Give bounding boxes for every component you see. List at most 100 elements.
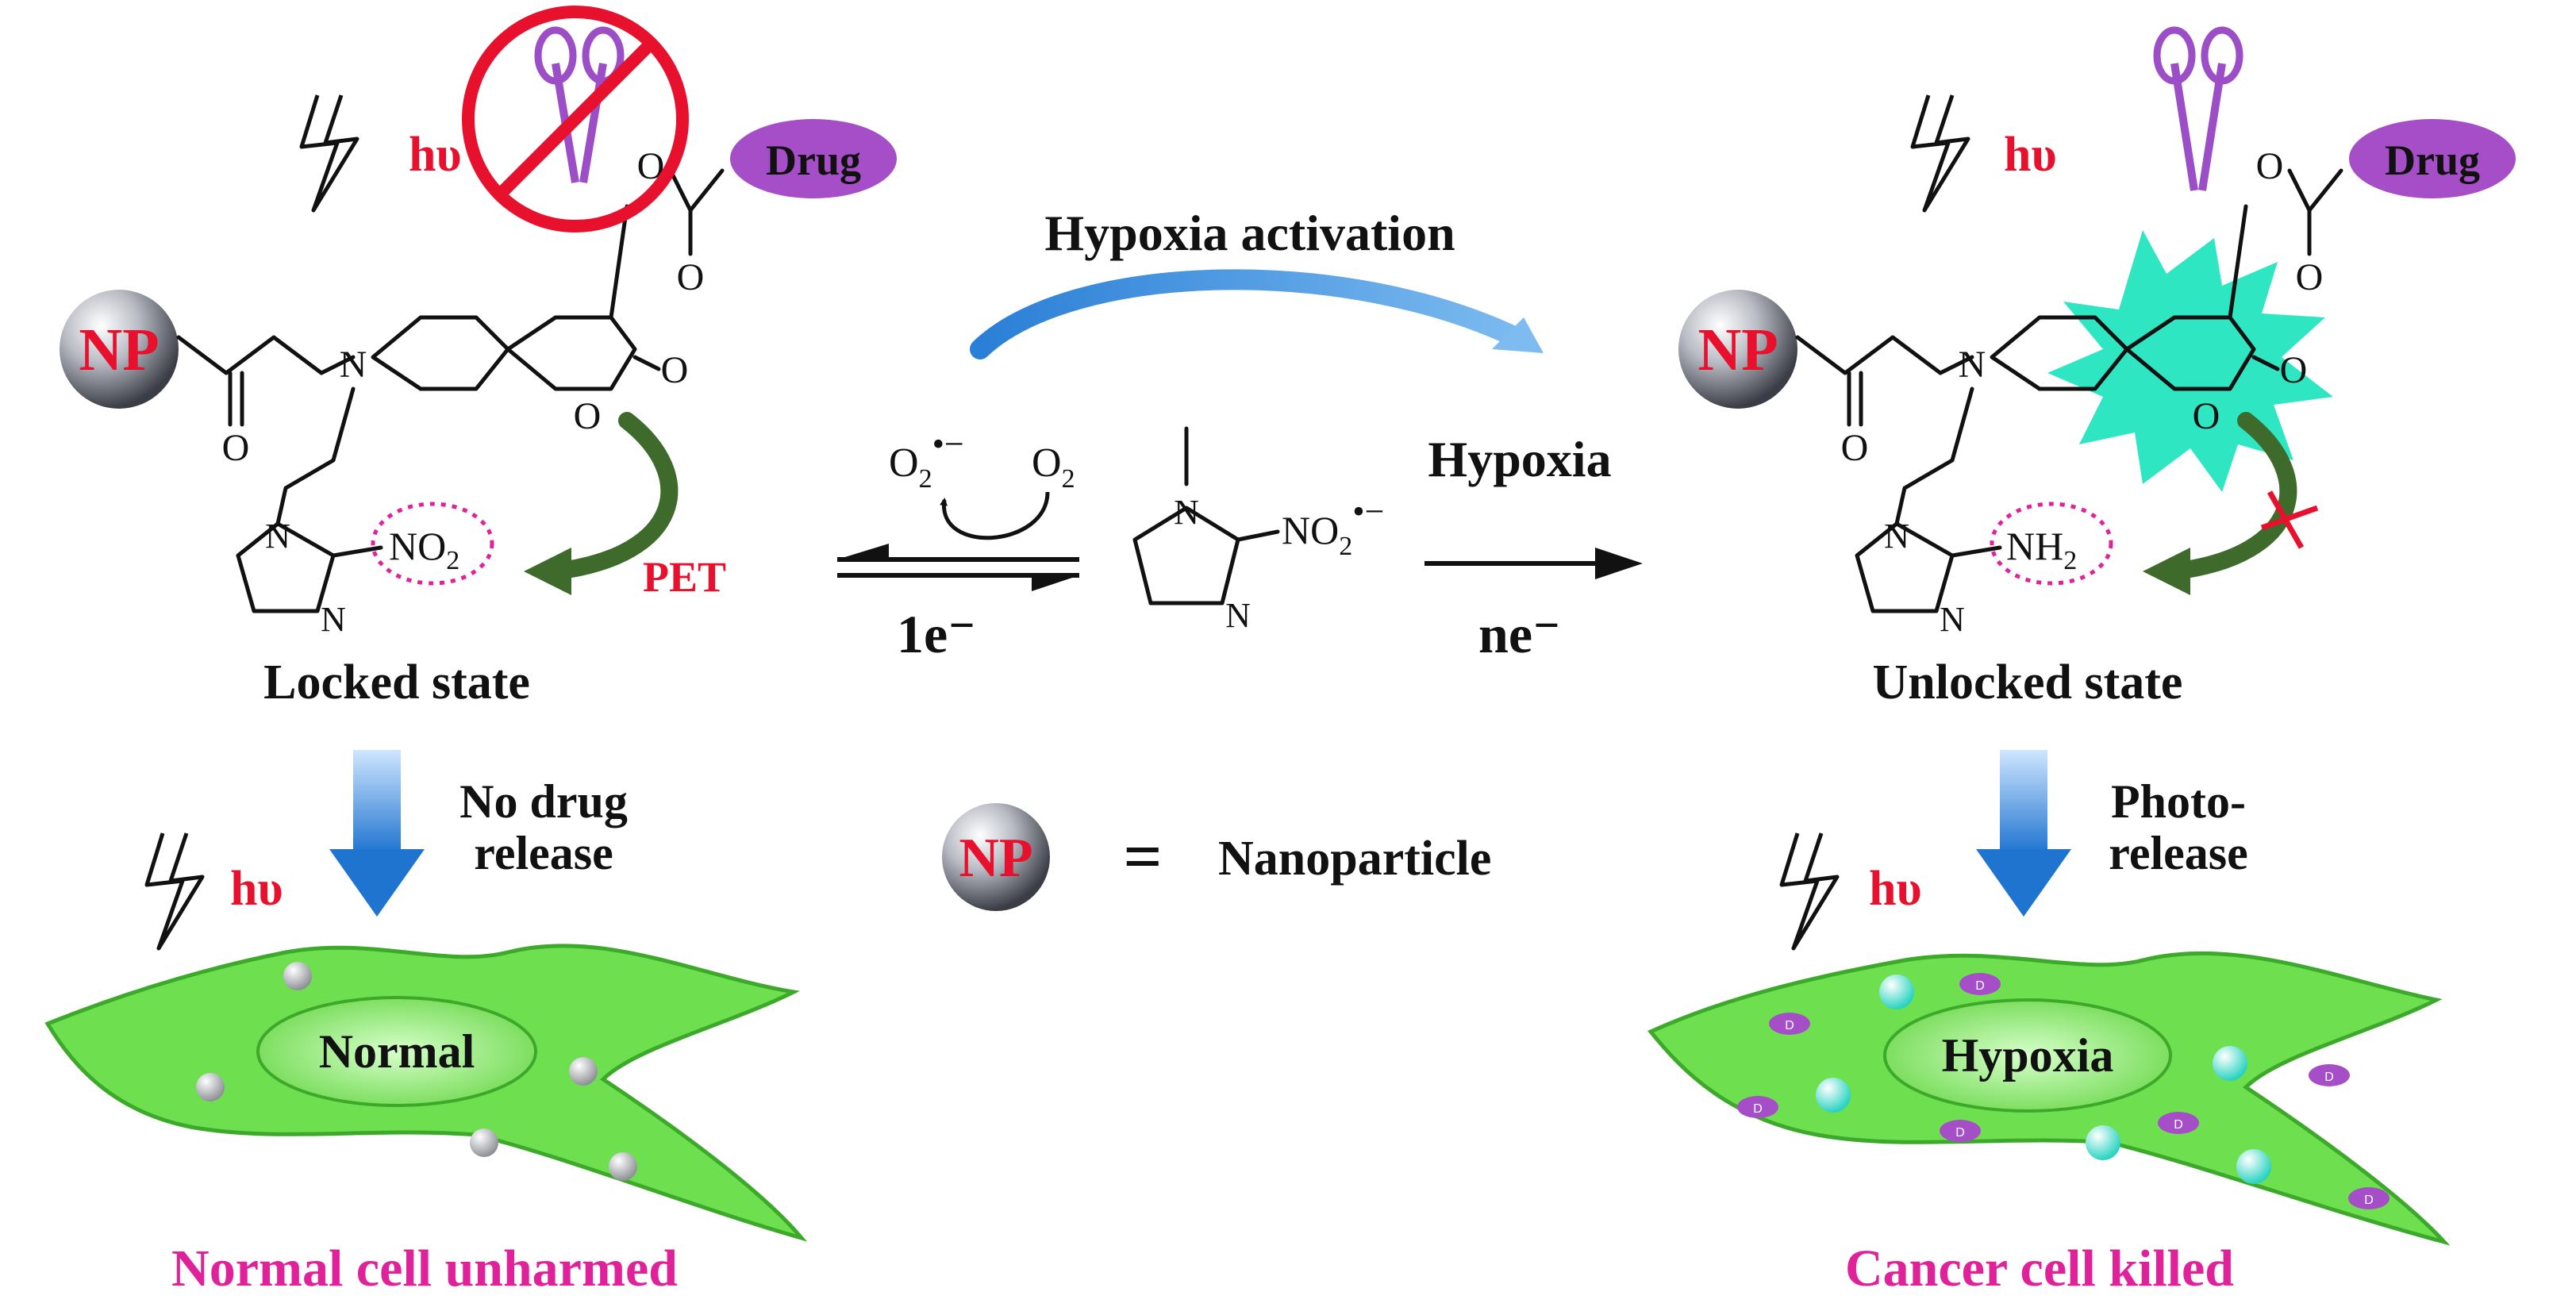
atom-n-imidazole-unlocked-1: N <box>1884 517 1909 556</box>
oxygen-label: O2 <box>1032 440 1075 494</box>
redox-cycle-arrow <box>940 491 1050 540</box>
nanoparticle-sphere-icon: NP <box>942 803 1050 911</box>
np-label: NP <box>79 317 159 383</box>
no-drug-line1: No drug <box>459 775 628 828</box>
no-drug-line2: release <box>474 827 613 879</box>
released-drug-dot: D <box>2348 1187 2390 1209</box>
block-cross-icon <box>2260 490 2319 549</box>
coumarin-ring-b <box>506 315 637 391</box>
nanoparticle-sphere-icon: NP <box>60 290 179 409</box>
drug-label: Drug <box>766 136 861 184</box>
nanoparticle-dot <box>196 1073 225 1101</box>
normal-label: Normal <box>319 1025 475 1078</box>
drug-badge-unlocked: Drug <box>2349 119 2516 198</box>
radical-imidazole-ring <box>1132 506 1240 606</box>
ester-bond-unlocked-1 <box>2228 204 2248 320</box>
blue-arrow-shaft-right <box>2000 750 2047 853</box>
blocked-pet-arrow <box>2166 412 2297 580</box>
unlocked-molecule: NP O N O O O O Drug hυ N N <box>1678 26 2516 709</box>
released-drug-dot: D <box>1940 1120 1981 1142</box>
atom-o-carbonyl: O <box>222 427 250 469</box>
nanoparticle-dot <box>470 1128 498 1157</box>
svg-text:D: D <box>2174 1118 2183 1132</box>
imidazole-ring-unlocked <box>1855 521 1955 613</box>
atom-o-ring: O <box>574 395 602 437</box>
atom-n-radical-2: N <box>1225 596 1251 635</box>
atom-o-ring-unlocked: O <box>2193 395 2220 437</box>
lightning-icon <box>1779 832 1840 951</box>
atom-o-carbonyl-unlocked: O <box>1841 427 1869 469</box>
ester-bond-unlocked-2 <box>2287 168 2343 213</box>
activated-nanoparticle-dot <box>1816 1078 1851 1113</box>
no2-group: NO2 <box>389 524 459 575</box>
lightning-icon <box>144 832 205 951</box>
no2-highlight <box>371 502 494 586</box>
pet-arrow <box>547 412 679 580</box>
hv-label-normal: hυ <box>230 862 283 916</box>
blue-arrow-shaft-left <box>353 750 401 853</box>
lactone-bond <box>632 355 661 371</box>
hv-label-unlocked: hυ <box>2004 128 2057 182</box>
released-drug-dot: D <box>1959 973 2001 995</box>
equilibrium-head-left <box>837 544 889 559</box>
svg-text:D: D <box>1955 1126 1965 1140</box>
normal-cell-panel: No drug release hυ Normal Normal cell un… <box>44 750 808 1298</box>
lactone-bond-unlocked <box>2251 355 2280 371</box>
prohibition-icon <box>462 6 689 233</box>
atom-o-ester-co-unlocked: O <box>2296 256 2324 298</box>
svg-text:D: D <box>1785 1019 1794 1032</box>
hypoxia-activation-arc <box>970 269 1534 359</box>
arc-arrowhead <box>1492 317 1544 353</box>
equilibrium-head-right <box>1032 575 1079 591</box>
radical-no2-bond <box>1236 529 1280 542</box>
nanoparticle-dot <box>569 1057 598 1086</box>
center-mechanism: Hypoxia activation O2•− O2 1e⁻ N N NO2•−… <box>837 205 1643 911</box>
hv-label-locked: hυ <box>409 128 462 182</box>
linker-bond <box>176 335 356 375</box>
locked-molecule: NP O N O O O O Drug <box>60 6 897 709</box>
released-drug-dot: D <box>1737 1096 1778 1118</box>
svg-text:Drug: Drug <box>2385 136 2480 184</box>
svg-text:D: D <box>1975 979 1985 993</box>
drug-badge: Drug <box>730 119 897 198</box>
coumarin-ring-b-unlocked <box>2124 315 2256 391</box>
pet-label: PET <box>643 553 726 601</box>
no2-bond <box>331 545 383 558</box>
pet-arrowhead <box>524 548 571 595</box>
nitro-radical-label: NO2•− <box>1282 492 1384 561</box>
hypoxia-arrowhead <box>1595 548 1643 579</box>
lightning-icon <box>1910 94 1970 213</box>
hypoxia-nucleus <box>1883 998 2172 1113</box>
atom-n-amine: N <box>340 344 367 386</box>
nanoparticle-dot <box>609 1152 637 1181</box>
activated-nanoparticle-dot <box>1879 975 1914 1009</box>
activated-nanoparticle-dot <box>2213 1046 2247 1081</box>
scissors-icon <box>2153 26 2243 191</box>
nanoparticle-sphere-icon: NP <box>1678 290 1797 409</box>
activated-nanoparticle-dot <box>2086 1125 2120 1160</box>
nh2-group: NH2 <box>2006 524 2077 575</box>
one-electron-label: 1e⁻ <box>897 604 976 664</box>
n-electron-label: ne⁻ <box>1478 604 1561 664</box>
hypoxia-activation-label: Hypoxia activation <box>1044 205 1455 261</box>
equals-sign: = <box>1123 818 1162 894</box>
cancer-cell-panel: Photo- release hυ Hypoxia D D D D D D D … <box>1647 750 2451 1298</box>
photo-release-line1: Photo- <box>2111 775 2246 828</box>
locked-state-label: Locked state <box>263 656 530 709</box>
superoxide-label: O2•− <box>889 425 964 494</box>
atom-n-imidazole-1: N <box>265 517 290 556</box>
atom-o-lactone: O <box>661 349 689 391</box>
nanoparticle-dot <box>283 962 312 990</box>
released-drug-dot: D <box>2158 1112 2199 1134</box>
lightning-icon <box>299 94 359 213</box>
blue-arrow-head-right <box>1976 849 2071 917</box>
svg-text:D: D <box>2324 1071 2334 1084</box>
imidazole-ring <box>236 521 336 613</box>
ethyl-chain <box>275 386 356 526</box>
blocked-pet-arrowhead <box>2143 548 2190 595</box>
atom-o-ester-unlocked: O <box>2256 145 2284 187</box>
normal-caption: Normal cell unharmed <box>171 1240 678 1298</box>
nanoparticle-label: Nanoparticle <box>1218 832 1491 886</box>
blue-arrow-head-left <box>329 849 425 917</box>
